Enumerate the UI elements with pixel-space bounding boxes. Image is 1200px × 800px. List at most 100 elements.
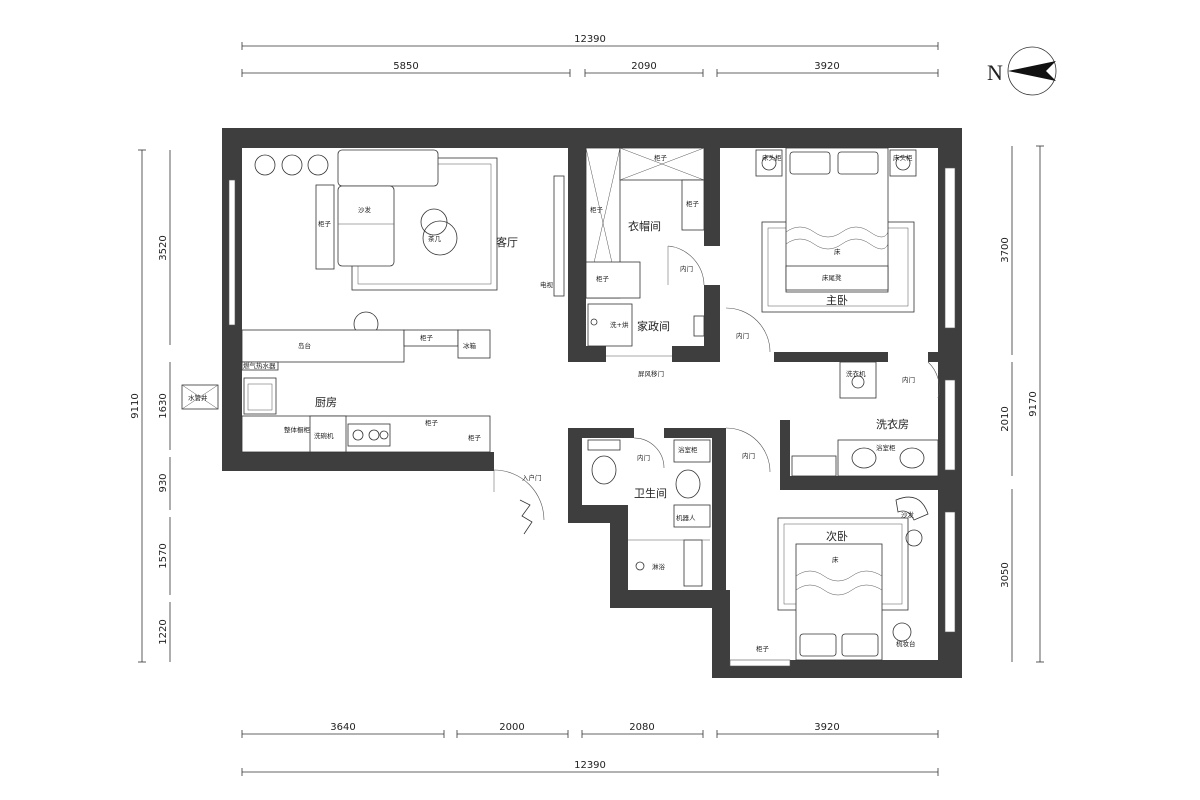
living-room: 沙发 柜子 茶几 电视 客厅 [254, 149, 565, 297]
svg-text:入户门: 入户门 [522, 473, 542, 482]
utility-label: 家政间 [637, 319, 670, 333]
svg-text:屏风移门: 屏风移门 [638, 369, 664, 378]
plant-icon [307, 154, 329, 176]
north-label: N [987, 60, 1003, 85]
svg-text:淋浴: 淋浴 [652, 562, 666, 571]
master-bedroom: 床 床尾凳 床头柜 床头柜 主卧 内门 [725, 147, 917, 353]
living-room-label: 客厅 [496, 235, 518, 249]
bench [785, 265, 889, 291]
left-dim-1: 3520 [158, 235, 169, 260]
bath-vanity [673, 439, 711, 463]
left-total-dim: 9110 [130, 393, 141, 418]
svg-text:内门: 内门 [680, 264, 693, 273]
washing-machine [839, 361, 877, 399]
gas-heater [241, 361, 279, 371]
svg-text:洗碗机: 洗碗机 [314, 431, 334, 440]
tv-label: 电视 [540, 280, 554, 289]
svg-text:床头柜: 床头柜 [762, 153, 782, 162]
laundry-room: 洗衣机 浴室柜 洗衣房 内门 内门 [725, 361, 940, 477]
sofa-label: 沙发 [358, 205, 372, 214]
svg-text:水管井: 水管井 [188, 393, 208, 402]
second-bedroom-label: 次卧 [826, 529, 848, 543]
svg-text:柜子: 柜子 [654, 153, 668, 162]
svg-text:床: 床 [834, 247, 841, 256]
bathroom-door[interactable] [633, 437, 665, 469]
svg-text:内门: 内门 [736, 331, 749, 340]
svg-text:柜子: 柜子 [420, 333, 434, 342]
svg-text:洗+烘: 洗+烘 [610, 320, 629, 329]
master-bedroom-label: 主卧 [826, 294, 848, 307]
svg-text:柜子: 柜子 [596, 274, 610, 283]
laundry-door[interactable] [927, 361, 940, 399]
bottom-dim-3: 2080 [629, 722, 654, 733]
svg-text:内门: 内门 [902, 375, 915, 384]
plant-icon [254, 154, 276, 176]
person-icon [519, 499, 533, 535]
cloakroom-door[interactable] [667, 245, 705, 286]
island [241, 329, 405, 363]
svg-text:柜子: 柜子 [756, 644, 770, 653]
kitchen-label: 厨房 [315, 396, 337, 409]
entrance-door[interactable] [493, 469, 545, 521]
top-dim-2: 2090 [631, 61, 656, 72]
bottom-dim-2: 2000 [499, 722, 524, 733]
left-dimensions: 9110 3520 1630 930 1570 1220 [130, 149, 171, 663]
coffee-table-label: 茶几 [428, 234, 442, 243]
left-dim-3: 930 [158, 473, 169, 492]
top-dimensions: 12390 5850 2090 3920 [241, 34, 939, 77]
pipe-shaft [181, 384, 219, 410]
shower-head-icon [635, 561, 645, 571]
sofa [337, 185, 395, 267]
left-dim-2: 1630 [158, 393, 169, 418]
kitchen: 岛台 柜子 冰箱 燃气热水器 洗碗机 整体橱柜 柜子 柜子 厨房 水管井 [181, 311, 491, 453]
sofa-back [337, 149, 439, 187]
master-bedroom-door[interactable] [725, 307, 771, 353]
plant-icon [281, 154, 303, 176]
bottom-dim-4: 3920 [814, 722, 839, 733]
right-dim-3: 3050 [1000, 562, 1011, 587]
bottom-dim-1: 3640 [330, 722, 355, 733]
entrance: 入户门 [493, 469, 545, 535]
lounge-chair [895, 496, 929, 521]
left-dim-4: 1570 [158, 543, 169, 568]
basin [675, 469, 701, 499]
second-bedroom: 床 次卧 沙发 梳妆台 柜子 [756, 496, 929, 661]
dressing-stool [892, 622, 912, 642]
laundry-label: 洗衣房 [876, 417, 909, 431]
svg-text:床尾凳: 床尾凳 [822, 273, 842, 282]
right-dimensions: 3700 2010 3050 9170 [1000, 145, 1044, 663]
kitchen-sink [243, 377, 277, 415]
svg-text:床头柜: 床头柜 [893, 153, 913, 162]
laundry-entry-door[interactable] [725, 427, 771, 473]
walls [222, 128, 962, 678]
living-cabinet [315, 184, 335, 270]
fridge [457, 329, 491, 359]
svg-text:沙发: 沙发 [901, 510, 915, 519]
tv-cabinet [553, 175, 565, 297]
fridge-label: 冰箱 [463, 341, 477, 350]
utility-room: 洗+烘 家政间 屏风移门 [587, 303, 705, 378]
left-dim-5: 1220 [158, 619, 169, 644]
toilet [591, 455, 617, 485]
coffee-table [420, 208, 448, 236]
bathroom-label: 卫生间 [634, 486, 667, 500]
cloakroom-label: 衣帽间 [628, 219, 661, 233]
svg-text:整体橱柜: 整体橱柜 [284, 425, 311, 434]
svg-text:柜子: 柜子 [686, 199, 700, 208]
compass: N [987, 46, 1057, 96]
dishwasher [309, 415, 347, 453]
cabinet-label: 柜子 [318, 219, 332, 228]
svg-text:内门: 内门 [742, 451, 755, 460]
windows [228, 167, 956, 667]
svg-text:梳妆台: 梳妆台 [896, 639, 916, 648]
svg-text:柜子: 柜子 [425, 418, 439, 427]
bottom-total-dim: 12390 [574, 760, 606, 771]
svg-text:机器人: 机器人 [676, 513, 696, 522]
bathroom: 浴室柜 机器人 淋浴 卫生间 内门 [587, 437, 711, 587]
bottom-dimensions: 3640 2000 2080 3920 12390 [241, 722, 939, 776]
north-arrow-icon [1008, 61, 1056, 81]
right-dim-2: 2010 [1000, 406, 1011, 431]
svg-text:床: 床 [832, 555, 839, 564]
top-dim-3: 3920 [814, 61, 839, 72]
